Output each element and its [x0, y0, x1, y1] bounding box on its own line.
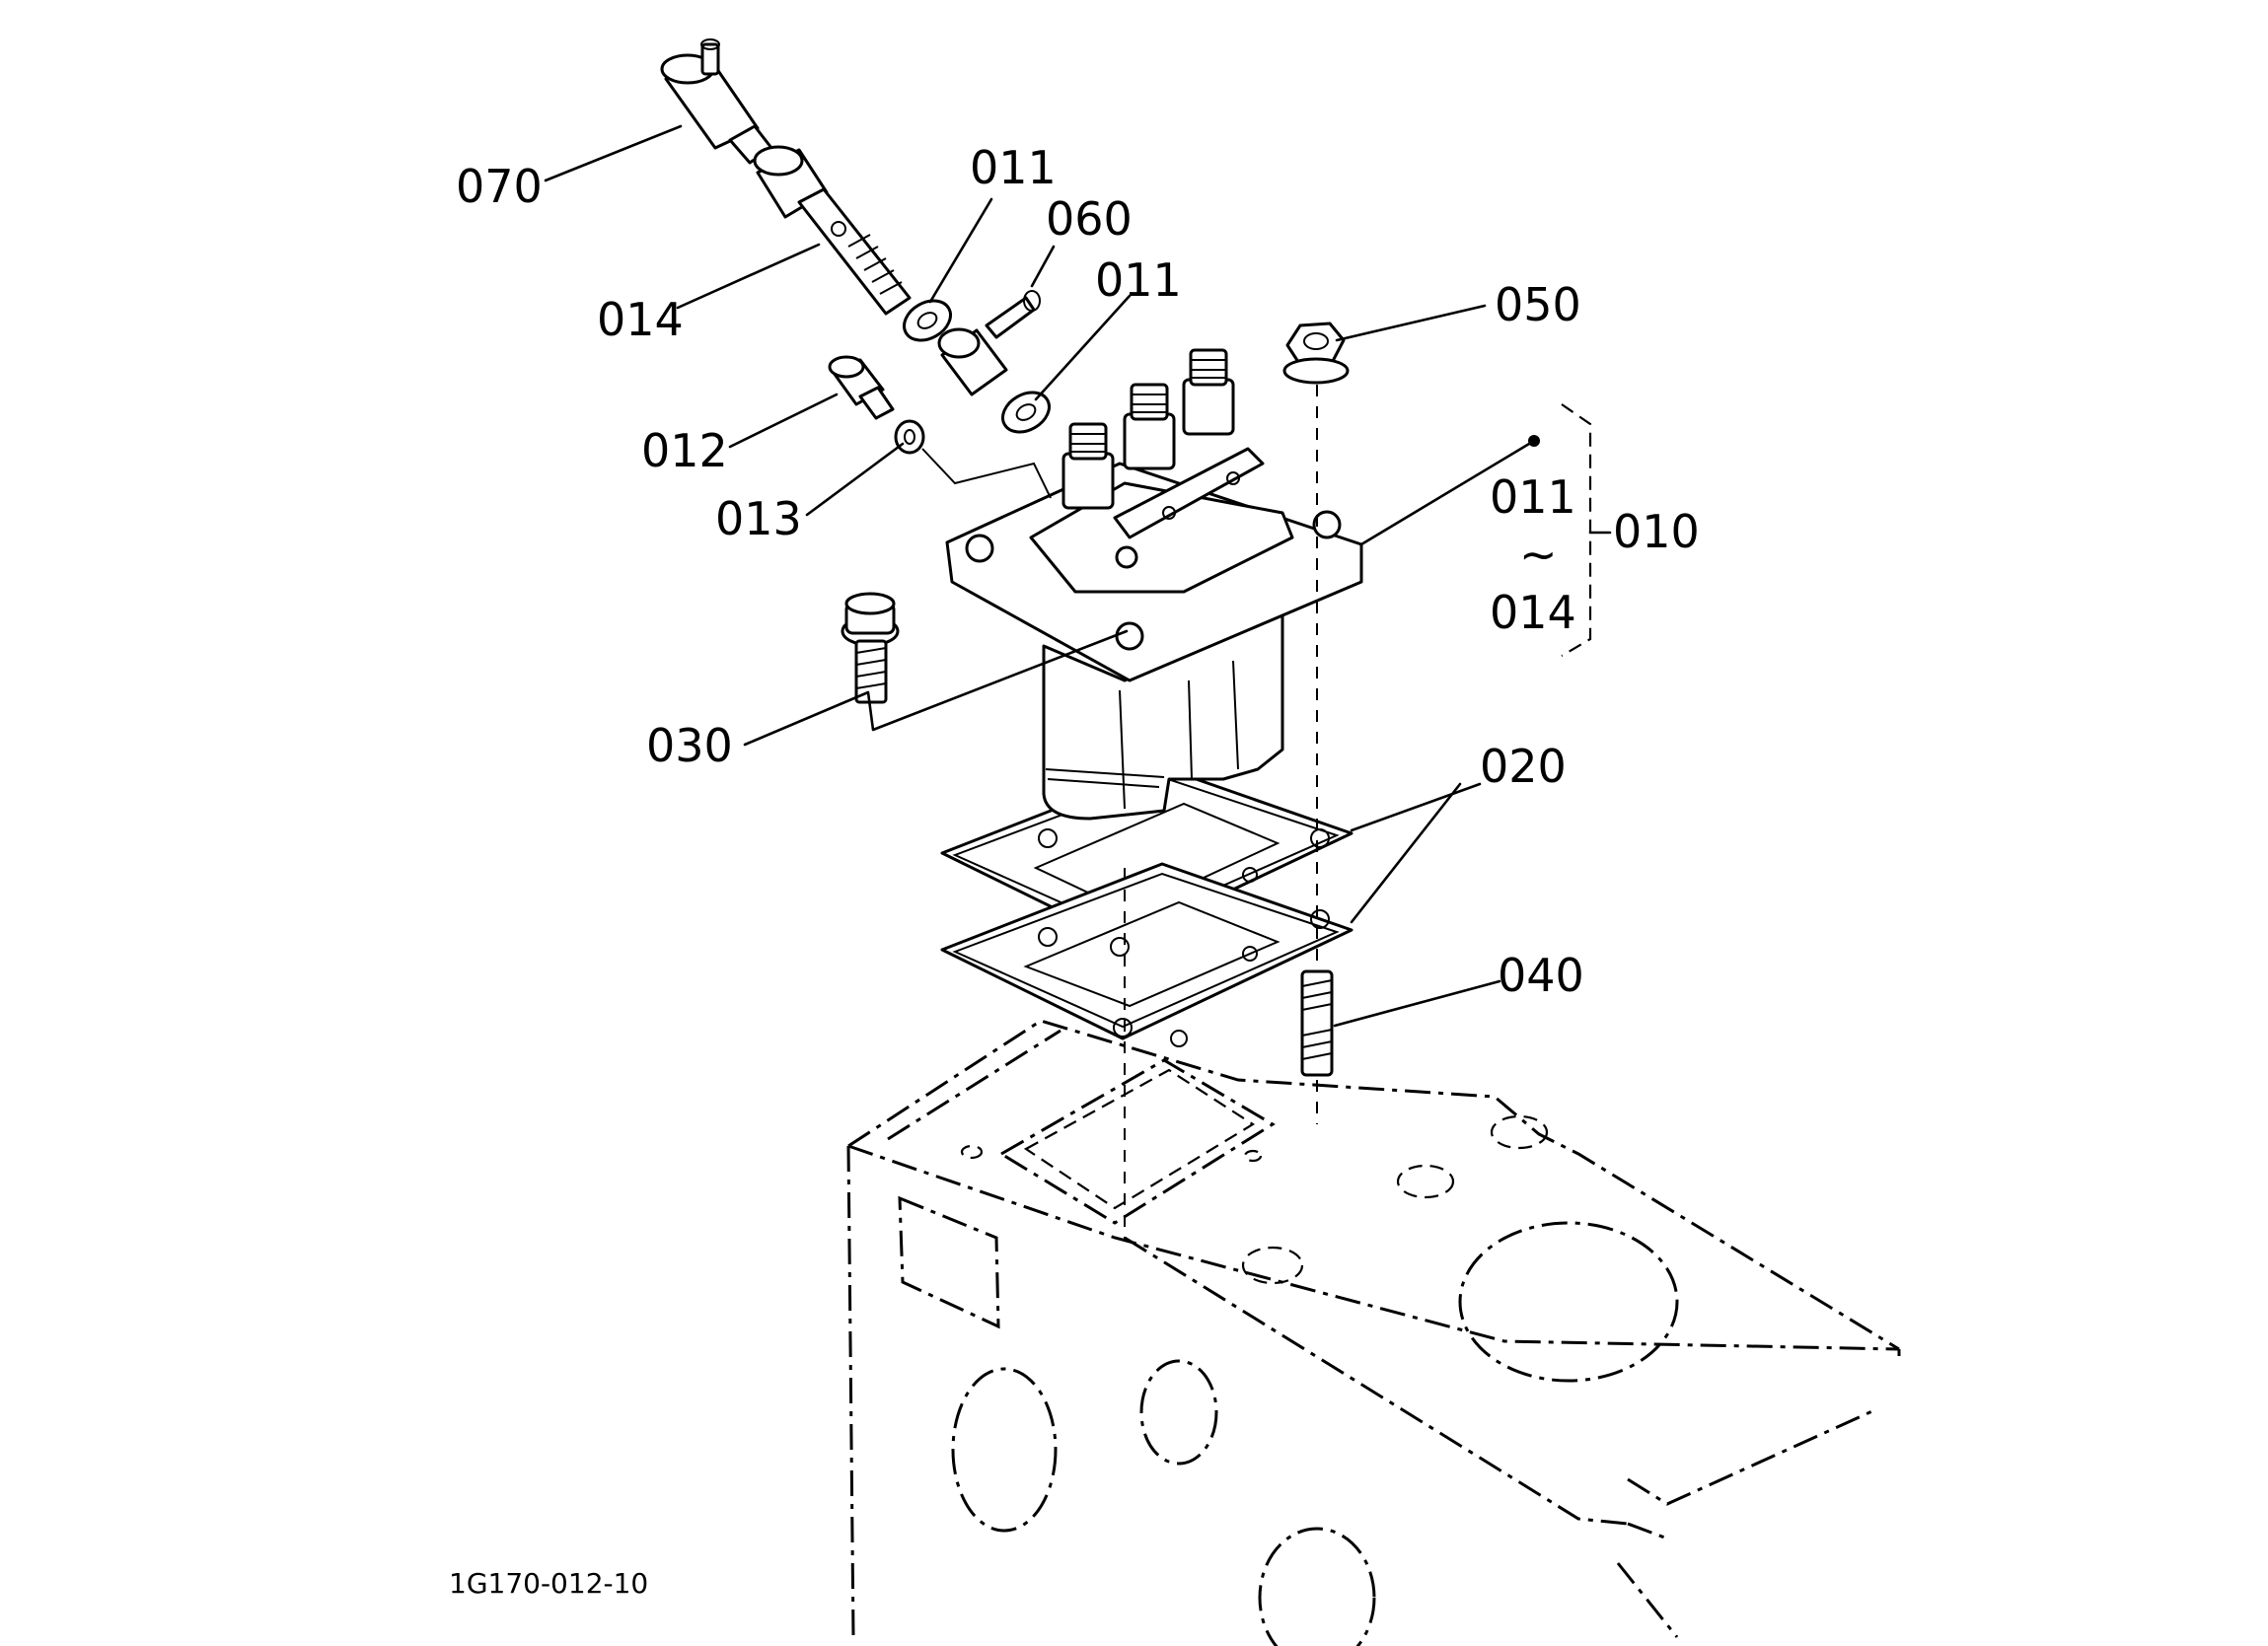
assembly-point-dot	[1528, 435, 1540, 447]
gasket-lower	[940, 862, 1353, 1047]
copper-washer-011-upper	[903, 299, 952, 342]
copper-washer-011-lower	[1001, 391, 1051, 434]
callout-060: 060	[1046, 192, 1133, 246]
alignment-lines	[921, 385, 1318, 1241]
assembly-range-start: 011	[1490, 470, 1576, 524]
leader-lines	[544, 124, 1540, 1028]
callout-013: 013	[715, 492, 802, 545]
callout-040: 040	[1498, 949, 1584, 1002]
drawing-reference-code: 1G170-012-10	[449, 1567, 648, 1600]
air-bleed-bolt	[828, 355, 895, 420]
callout-011-mid: 011	[1095, 253, 1182, 307]
callout-070: 070	[456, 160, 543, 213]
callout-012: 012	[641, 424, 728, 477]
eye-joint-070	[660, 38, 773, 165]
delivery-valve-holder-2	[1123, 383, 1176, 470]
copper-washer-013	[894, 419, 925, 455]
eye-joint-060	[937, 290, 1041, 396]
callout-011-top: 011	[970, 141, 1057, 194]
callout-030: 030	[646, 719, 733, 772]
delivery-valve-holder-3	[1182, 348, 1235, 436]
callout-050: 050	[1495, 278, 1581, 331]
callout-014: 014	[597, 293, 684, 346]
callout-020: 020	[1480, 740, 1567, 793]
flange-nut	[1282, 322, 1350, 385]
hollow-bolt-014	[753, 145, 912, 316]
stud-bolt	[1300, 969, 1334, 1077]
engine-block	[846, 1019, 1901, 1646]
assembly-group-number: 010	[1613, 505, 1700, 558]
injection-pump	[945, 348, 1363, 821]
assembly-bracket	[1561, 403, 1612, 657]
delivery-valve-holder-1	[1061, 422, 1115, 510]
assembly-range-symbol: ~	[1519, 528, 1558, 581]
assembly-range-end: 014	[1490, 586, 1576, 639]
flange-bolt	[841, 592, 900, 704]
